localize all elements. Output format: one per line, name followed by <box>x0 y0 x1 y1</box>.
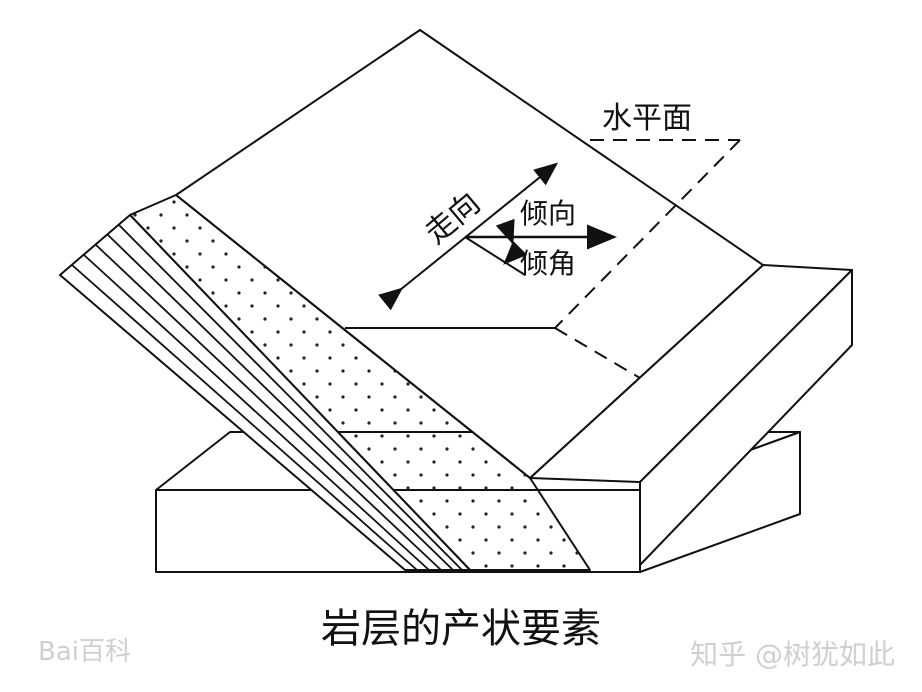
right-block-side <box>639 269 853 566</box>
dip-angle-arc <box>495 218 528 265</box>
label-dip-direction: 倾向 <box>520 197 576 230</box>
label-dip-angle: 倾角 <box>520 247 576 280</box>
figure-caption: 岩层的产状要素 <box>321 606 601 652</box>
watermark-baidu: Bai百科 <box>38 637 131 667</box>
layer-stripes <box>71 224 463 571</box>
strike-line <box>378 162 559 311</box>
label-horizontal-plane: 水平面 <box>602 101 692 136</box>
striped-layer-band <box>59 214 471 571</box>
dip-line <box>464 236 526 276</box>
watermark-zhihu: 知乎 @树犹如此 <box>690 638 895 671</box>
horizontal-plane-outline <box>554 139 741 379</box>
